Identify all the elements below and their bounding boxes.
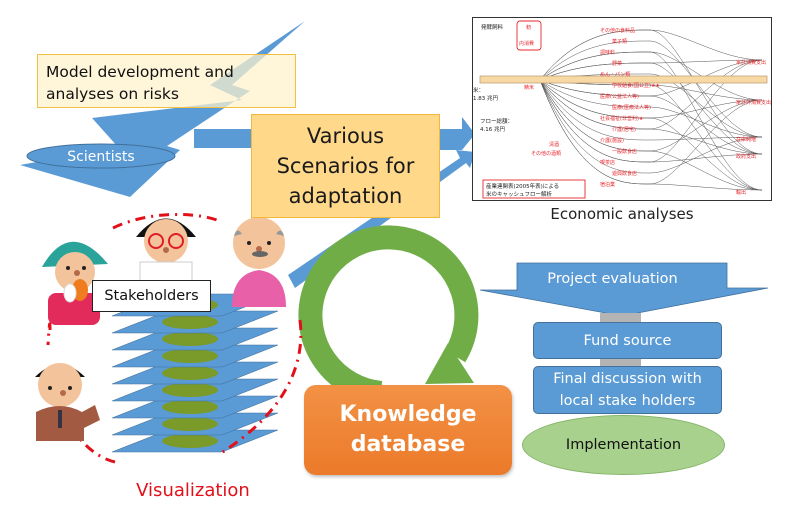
flow-label-box-bottom: 内消費 (519, 40, 534, 47)
flow-label-rice: 米： (473, 86, 484, 94)
scientists-ellipse (26, 143, 176, 169)
scenarios-line3: adaptation (288, 184, 403, 208)
flow-label-mid: 介護(施設) (600, 137, 624, 144)
model-box-line1: Model development and (46, 63, 234, 81)
flow-line (539, 79, 763, 152)
rice-flow-band (479, 75, 768, 84)
flow-line (539, 79, 763, 141)
flow-label-box-top: 籾 (526, 24, 531, 31)
flow-label-right: 家計消費支出 (736, 59, 766, 66)
flow-label-top: 発酵飼料 (481, 23, 504, 31)
flow-label-mid: 野菜 (612, 60, 622, 67)
terrain-patch (162, 315, 218, 329)
inner-box (516, 20, 542, 51)
terrain-patch (162, 400, 218, 414)
terrain-patch (162, 366, 218, 380)
doctor-icon (136, 218, 196, 285)
terrain-patch (162, 417, 218, 431)
flow-label-mid: 菓子類 (612, 38, 627, 45)
flow-label-total-value: 4.16 兆円 (480, 125, 505, 133)
flow-line (539, 79, 763, 191)
cycle-arrow-icon (298, 225, 479, 405)
flow-label-left: その他の酒類 (531, 150, 561, 157)
terrain-patch (162, 349, 218, 363)
flow-line (539, 79, 763, 191)
model-box-line2: analyses on risks (46, 85, 179, 103)
flow-line (539, 79, 763, 155)
flow-label-mid: 介護(居宅) (612, 126, 636, 133)
businessman-icon (35, 363, 100, 441)
model-development-box: Model development and analyses on risks (37, 54, 296, 108)
flow-label-mid: 社会福祉(非営利)★ (600, 115, 644, 122)
flow-label-mid: 学校給食(国公立)★★ (612, 82, 660, 89)
project-evaluation-label: Project evaluation (547, 271, 678, 287)
flow-label-mid: 遊興飲食店 (612, 170, 637, 177)
fund-source-box: Fund source (533, 322, 722, 359)
flow-label-rice-value: 1.83 兆円 (473, 94, 498, 102)
terrain-patch (162, 434, 218, 448)
scenarios-line2: Scenarios for (276, 154, 415, 178)
terrain-patch (162, 332, 218, 346)
knowledge-db-line2: database (350, 432, 466, 457)
flow-line (539, 79, 763, 138)
stakeholders-label: Stakeholders (92, 280, 211, 312)
flow-label-right: 政府支出 (736, 153, 756, 160)
flow-line (539, 79, 763, 174)
flow-label-left: 精米 (524, 84, 534, 91)
flow-line (539, 51, 763, 191)
source-note-box (482, 179, 586, 199)
visualization-label: Visualization (136, 480, 250, 501)
flow-line (539, 79, 763, 191)
connector (600, 313, 641, 323)
scenarios-box: Various Scenarios for adaptation (251, 114, 440, 218)
source-note-line2: 米のキャッシュフロー解析 (486, 190, 553, 198)
flow-label-mid: めん・パン類 (600, 71, 630, 78)
farmer-icon (42, 241, 108, 325)
final-discussion-line1: Final discussion with (553, 371, 702, 387)
flow-label-total: フロー総額： (480, 117, 513, 125)
knowledge-db-line1: Knowledge (339, 402, 477, 427)
flow-line (539, 59, 763, 130)
knowledge-database-box: Knowledge database (304, 385, 512, 475)
terrain-patch (162, 383, 218, 397)
elder-icon (232, 217, 286, 307)
flow-label-right: 家計外消費支出 (736, 99, 771, 106)
scientists-label: Scientists (67, 149, 135, 165)
flow-line (539, 79, 763, 191)
flow-label-mid: 喫茶店 (600, 159, 615, 166)
final-discussion-line2: local stake holders (559, 393, 696, 409)
economic-analyses-caption: Economic analyses (550, 205, 694, 223)
map-layers-stack (111, 293, 279, 453)
flow-line (539, 40, 763, 138)
flow-line (539, 79, 763, 155)
flow-label-mid: 調味料 (600, 49, 615, 56)
flow-label-mid: 宿泊業 (600, 181, 615, 188)
economic-analysis-frame (472, 17, 772, 201)
flow-label-mid: 医療(医療法人等) (612, 104, 651, 111)
flow-label-right: 輸出 (736, 189, 746, 196)
flow-line (539, 79, 763, 163)
flow-line (539, 29, 763, 155)
source-note-line1: 産業連関表(2005年表)による (486, 182, 559, 190)
flow-label-mid: 一般飲食店 (612, 148, 637, 155)
flow-label-mid: 医療(公益法人等) (600, 93, 639, 100)
flow-label-left: 清酒 (549, 141, 559, 148)
scenarios-line1: Various (306, 124, 385, 148)
connector (600, 358, 641, 367)
implementation-ellipse: Implementation (522, 415, 725, 475)
flow-label-right: 在庫純増 (736, 136, 756, 143)
final-discussion-box: Final discussion with local stake holder… (533, 366, 722, 414)
flow-label-mid: その他の食料品 (600, 27, 635, 34)
project-evaluation-arrow (479, 262, 769, 317)
flow-line (539, 59, 763, 163)
